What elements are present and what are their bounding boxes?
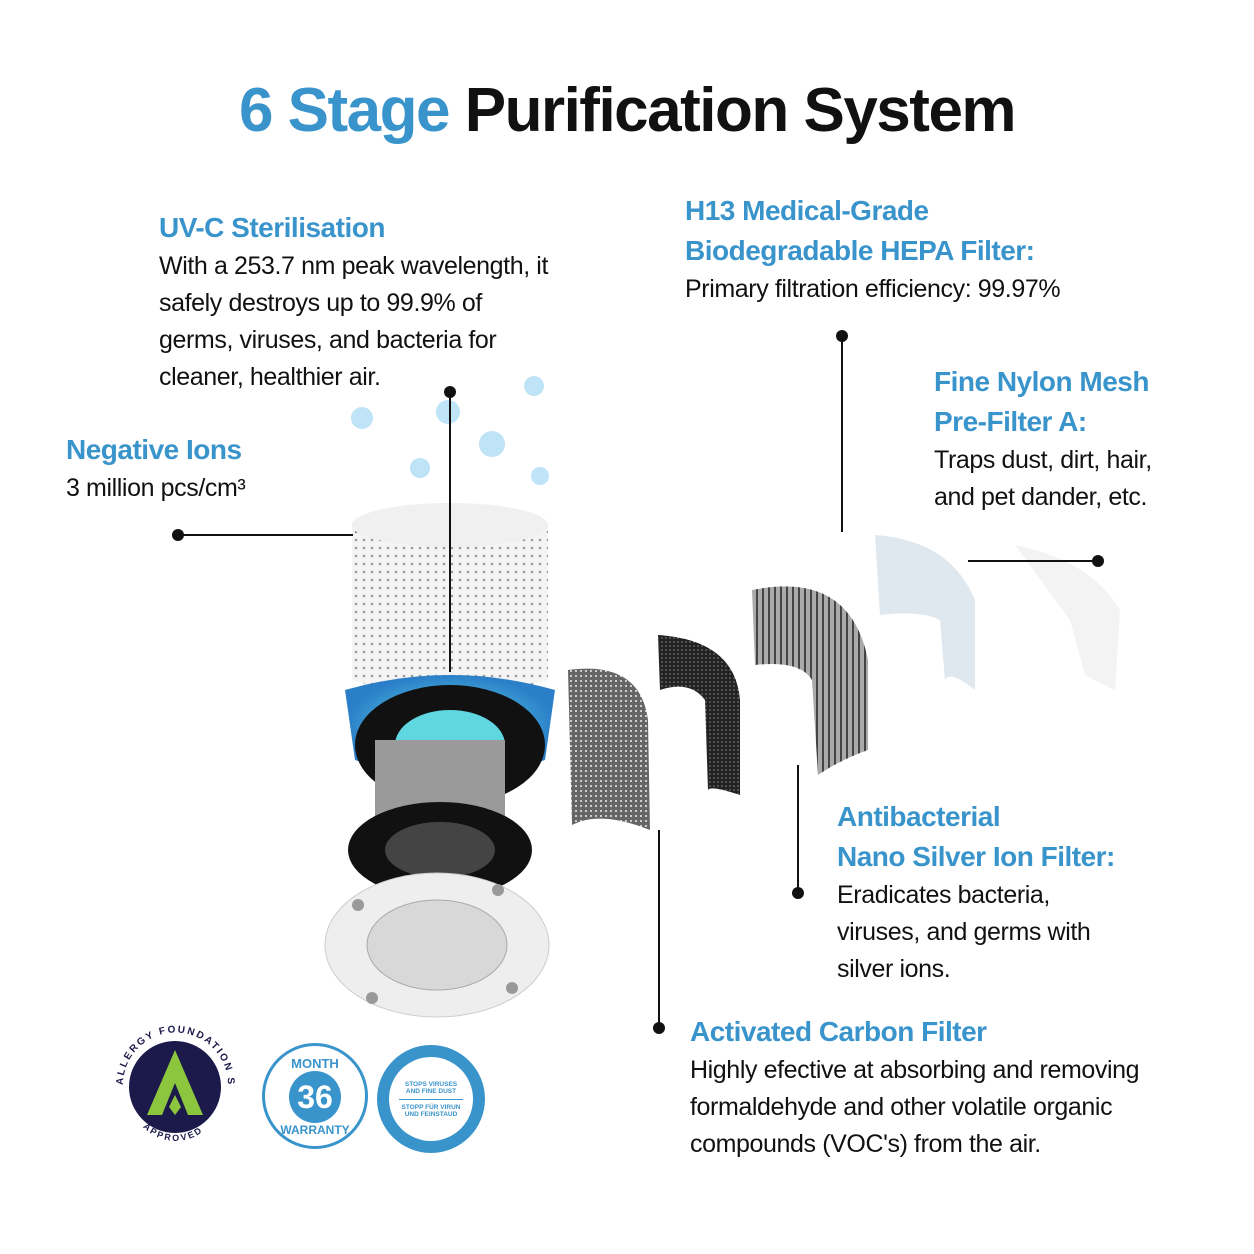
silver-callout-dot [792, 887, 804, 899]
silver-feature: Antibacterial Nano Silver Ion Filter: Er… [837, 801, 1115, 983]
nylon-callout-line [968, 560, 1098, 562]
purifier-body [324, 503, 555, 1018]
nylon-feature: Fine Nylon Mesh Pre-Filter A: Traps dust… [934, 366, 1152, 511]
silver-filter-piece [658, 635, 740, 795]
stops-viruses-badge: STOPS VIRUSES AND FINE DUST STOPP FÜR VI… [377, 1045, 485, 1153]
uvc-feature: UV-C Sterilisation With a 253.7 nm peak … [159, 212, 549, 391]
negative-ions-feature: Negative Ions 3 million pcs/cm³ [66, 434, 246, 502]
warranty-badge: MONTH 36 WARRANTY [262, 1043, 368, 1149]
carbon-callout-line [658, 830, 660, 1028]
outer-mesh-piece [1015, 545, 1120, 690]
allergy-foundation-badge: ALLERGY FOUNDATION SOUTH AFRICA APPROVED [108, 1015, 243, 1150]
page-title: 6 Stage Purification System [238, 76, 1017, 145]
ions-callout-line [178, 534, 353, 536]
ions-callout-dot [172, 529, 184, 541]
carbon-callout-dot [653, 1022, 665, 1034]
nylon-callout-dot [1092, 555, 1104, 567]
carbon-filter-piece [568, 668, 650, 830]
hepa-filter-piece [752, 586, 868, 775]
hepa-callout-dot [836, 330, 848, 342]
nylon-prefilter-piece [875, 535, 975, 690]
uvc-callout-line [449, 392, 451, 672]
carbon-feature: Activated Carbon Filter Highly efective … [690, 1016, 1140, 1158]
hepa-feature: H13 Medical-Grade Biodegradable HEPA Fil… [685, 195, 1061, 303]
hepa-callout-line [841, 336, 843, 532]
air-bubbles [351, 376, 549, 485]
uvc-callout-dot [444, 386, 456, 398]
silver-callout-line [797, 765, 799, 893]
